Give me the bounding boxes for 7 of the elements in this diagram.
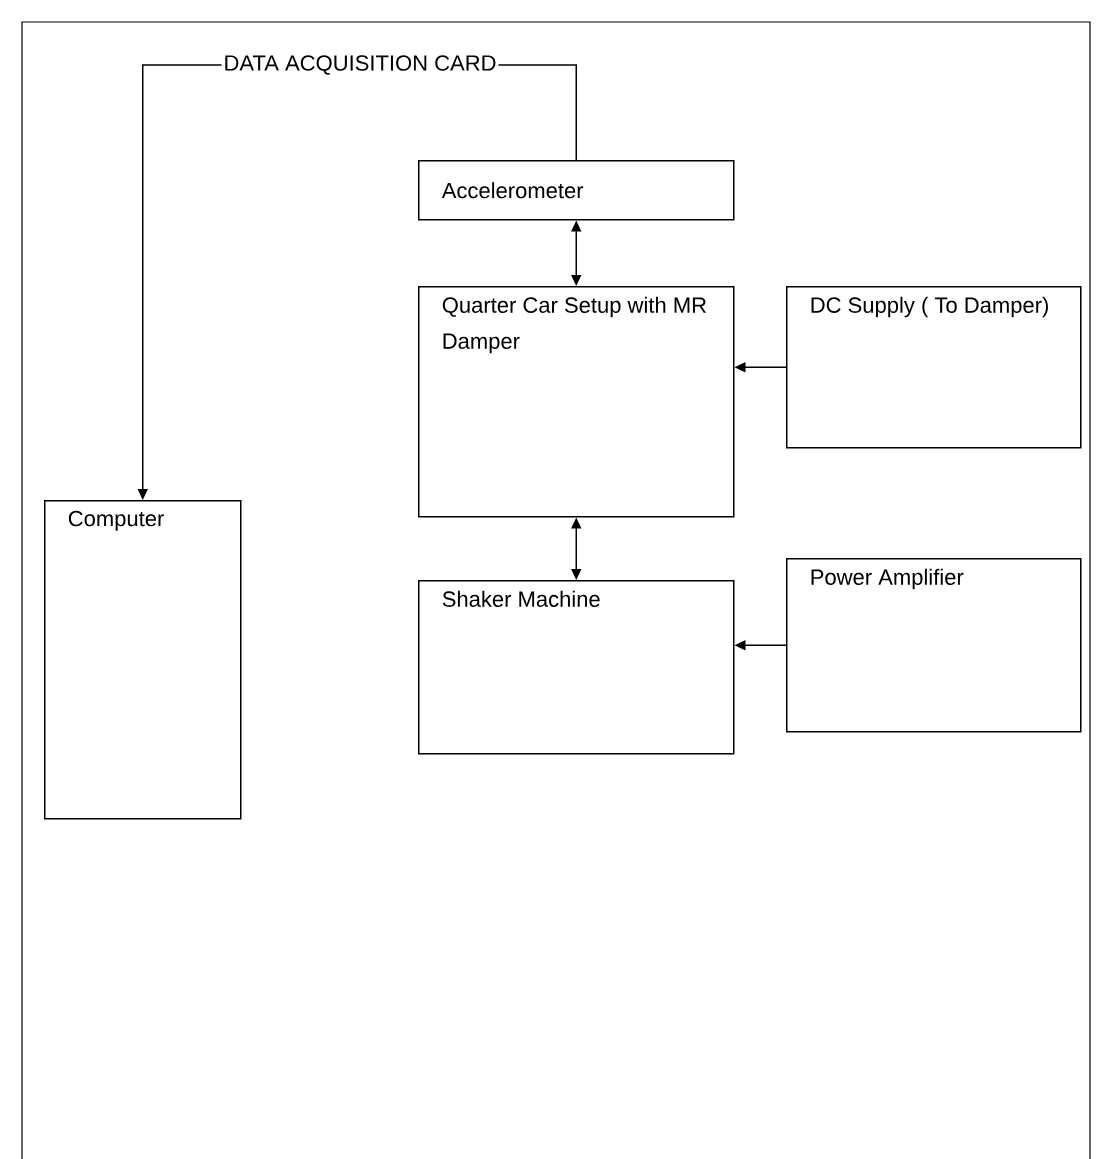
edge-label: DATA ACQUISITION CARD: [221, 53, 499, 77]
amplifier-box: Power Amplifier: [786, 558, 1082, 733]
setup-box: Quarter Car Setup with MR Damper: [418, 286, 735, 518]
supply-box: DC Supply ( To Damper): [786, 286, 1082, 449]
sensor-box: Accelerometer: [418, 160, 735, 221]
computer-box: Computer: [44, 500, 242, 820]
shaker-box: Shaker Machine: [418, 580, 735, 755]
